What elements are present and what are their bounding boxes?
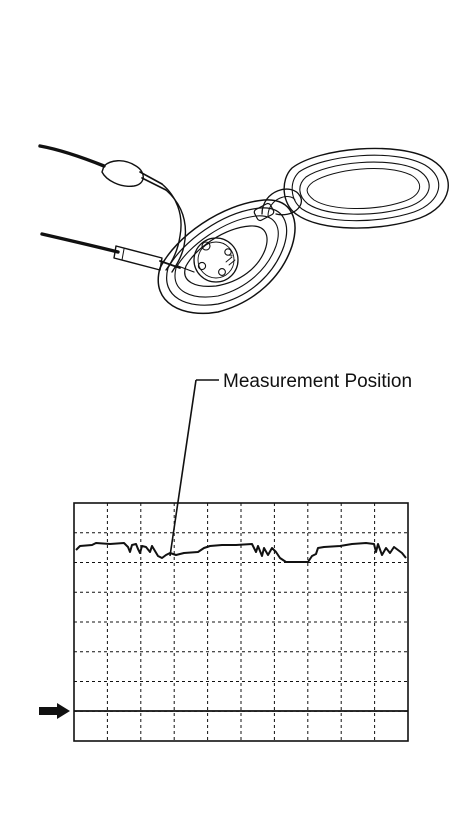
- key-ring: [283, 147, 449, 229]
- key-ring-link: [253, 188, 302, 222]
- circuit-board: +: [193, 237, 239, 283]
- signal-waveform: [75, 542, 407, 563]
- key-fob-body: [157, 199, 296, 315]
- lower-probe-lead: [40, 232, 195, 273]
- measurement-position-label: Measurement Position: [223, 371, 412, 392]
- oscilloscope-grid: [74, 503, 408, 741]
- callout-leader-line: [169, 379, 197, 557]
- arrow-right-icon: [39, 703, 70, 719]
- oscilloscope-screen: [39, 502, 409, 742]
- measurement-position-callout: Measurement Position: [169, 371, 412, 557]
- svg-text:+: +: [229, 253, 233, 260]
- upper-probe-lead: [38, 144, 187, 273]
- oscilloscope-frame: [73, 502, 409, 742]
- key-fob-illustration: +: [38, 144, 449, 315]
